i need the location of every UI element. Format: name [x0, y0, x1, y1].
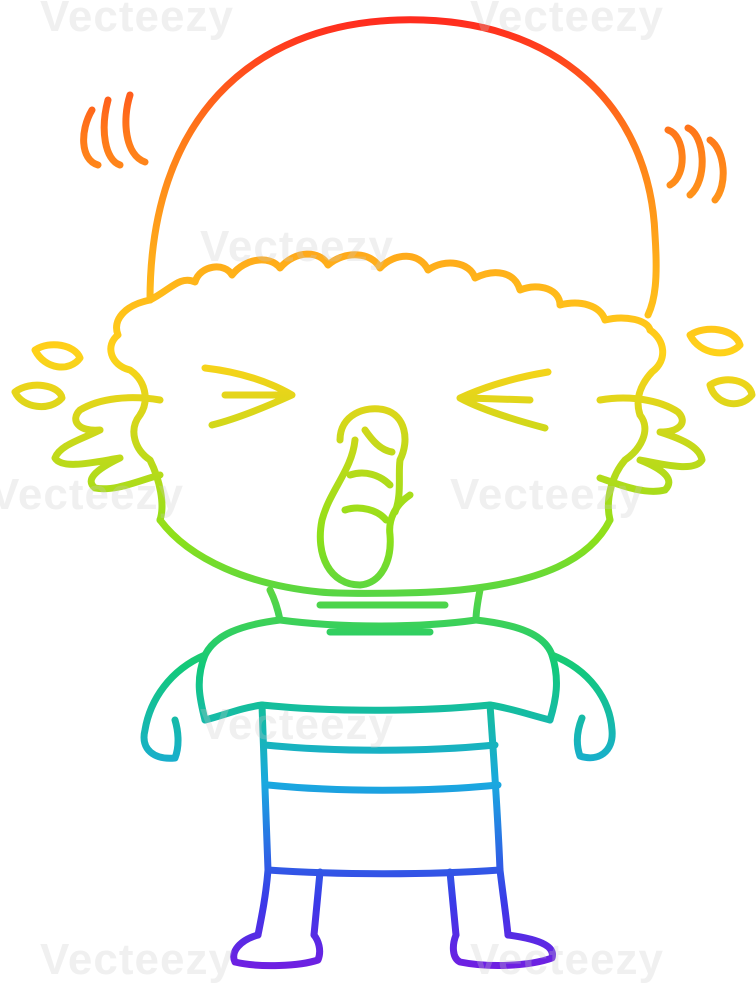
- right-tear-drops: [686, 325, 756, 408]
- hair-tufts: [146, 250, 654, 334]
- right-leg: [446, 866, 512, 939]
- shirt-hem: [264, 866, 504, 878]
- tongue: [316, 436, 414, 589]
- jaw: [156, 516, 614, 597]
- watermark-text: Vecteezy: [450, 470, 644, 519]
- watermark-text: Vecteezy: [40, 935, 234, 984]
- watermark-text: Vecteezy: [470, 0, 664, 41]
- right-eye-closed: [456, 368, 552, 432]
- right-arm: [486, 651, 616, 762]
- mouth-curve: [361, 426, 396, 456]
- left-ear-marks: [80, 91, 149, 169]
- left-leg: [254, 866, 324, 939]
- watermark-text: Vecteezy: [40, 0, 234, 41]
- left-face-side: [107, 296, 166, 524]
- shirt-stripe-2: [261, 741, 499, 754]
- collar: [276, 616, 480, 630]
- shirt-stripe-3: [264, 781, 502, 794]
- tongue-lines: [341, 469, 394, 524]
- shirt-sides: [258, 701, 504, 874]
- right-tear-stream: [596, 394, 706, 495]
- watermark-text: Vecteezy: [200, 222, 394, 271]
- right-ear-marks: [664, 124, 727, 204]
- left-tear-drops: [11, 341, 84, 411]
- watermark-text: Vecteezy: [200, 700, 394, 749]
- left-eye-closed: [201, 364, 296, 429]
- shirt-stripe-1: [258, 701, 494, 714]
- left-foot: [230, 931, 324, 970]
- mouth: [336, 405, 409, 516]
- left-tear-stream: [51, 394, 164, 493]
- watermark-text: Vecteezy: [470, 935, 664, 984]
- right-foot: [449, 931, 556, 969]
- right-face-side: [604, 326, 667, 524]
- watermark-text: Vecteezy: [0, 470, 184, 519]
- head-dome: [146, 16, 660, 319]
- left-arm: [140, 651, 266, 762]
- neck-lines: [316, 601, 449, 636]
